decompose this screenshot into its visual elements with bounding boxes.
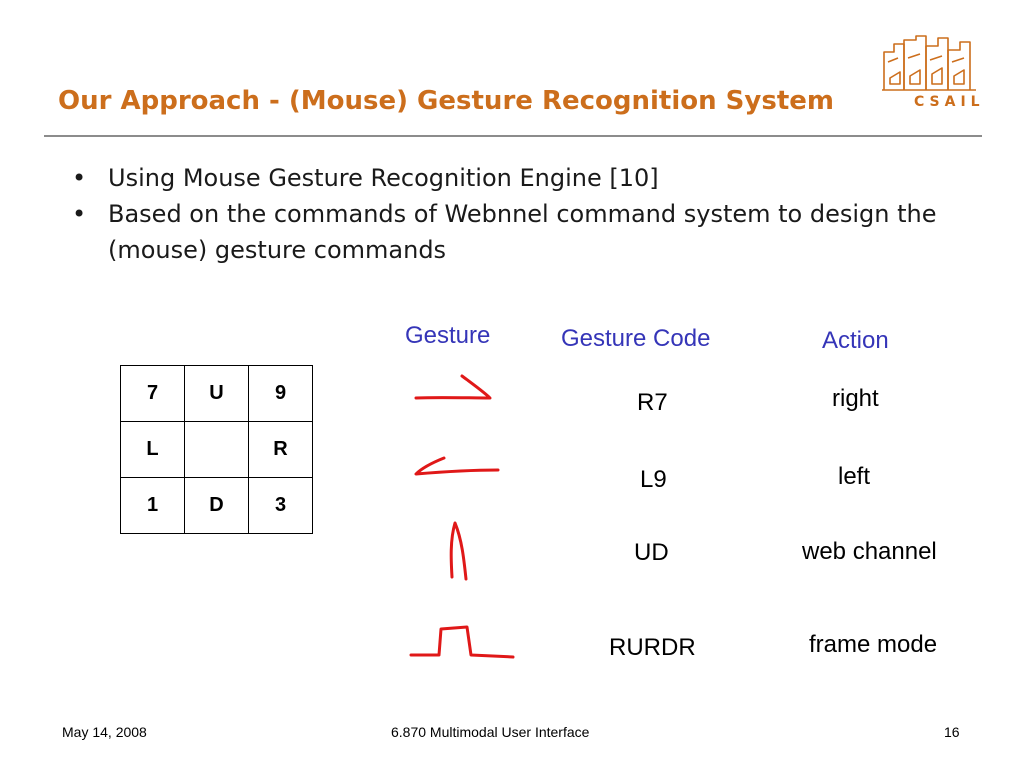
footer-course: 6.870 Multimodal User Interface — [391, 724, 590, 740]
grid-cell — [184, 421, 249, 478]
bullet-dot-icon: • — [72, 200, 87, 228]
grid-cell: 7 — [120, 365, 185, 422]
square-pulse-stroke-icon — [409, 625, 515, 659]
title-divider — [44, 135, 982, 137]
grid-cell: R — [248, 421, 313, 478]
slide-title: Our Approach - (Mouse) Gesture Recogniti… — [58, 86, 834, 116]
bullet-list: • Using Mouse Gesture Recognition Engine… — [70, 160, 970, 268]
gesture-code-cell: RURDR — [609, 634, 696, 661]
bullet-text: Based on the commands of Webnnel command… — [108, 200, 937, 264]
action-cell: frame mode — [809, 631, 938, 658]
csail-logo-icon — [882, 35, 976, 91]
grid-cell: U — [184, 365, 249, 422]
footer-page-number: 16 — [944, 724, 960, 740]
gesture-code-column-header: Gesture Code — [561, 325, 711, 352]
gesture-code-cell: UD — [634, 539, 669, 566]
grid-cell: L — [120, 421, 185, 478]
action-cell: web channel — [802, 538, 937, 565]
left-arrow-stroke-icon — [414, 456, 500, 476]
bullet-item: • Based on the commands of Webnnel comma… — [70, 196, 970, 268]
up-down-stroke-icon — [449, 521, 468, 581]
action-cell: right — [832, 385, 879, 412]
bullet-item: • Using Mouse Gesture Recognition Engine… — [70, 160, 970, 196]
right-then-down-stroke-icon — [414, 374, 492, 400]
direction-grid: 7 U 9 L R 1 D 3 — [120, 365, 313, 534]
grid-cell: 1 — [120, 477, 185, 534]
bullet-dot-icon: • — [72, 164, 87, 192]
csail-logo-text: CSAIL — [914, 94, 985, 110]
action-cell: left — [838, 463, 871, 490]
grid-cell: D — [184, 477, 249, 534]
gesture-column-header: Gesture — [405, 322, 491, 349]
grid-row: L R — [120, 421, 313, 478]
action-column-header: Action — [822, 327, 889, 354]
grid-cell: 3 — [248, 477, 313, 534]
grid-cell: 9 — [248, 365, 313, 422]
gesture-code-cell: L9 — [640, 466, 667, 493]
gesture-code-cell: R7 — [637, 389, 668, 416]
grid-row: 1 D 3 — [120, 477, 313, 534]
bullet-text: Using Mouse Gesture Recognition Engine [… — [108, 164, 659, 192]
grid-row: 7 U 9 — [120, 365, 313, 422]
footer-date: May 14, 2008 — [62, 724, 147, 740]
